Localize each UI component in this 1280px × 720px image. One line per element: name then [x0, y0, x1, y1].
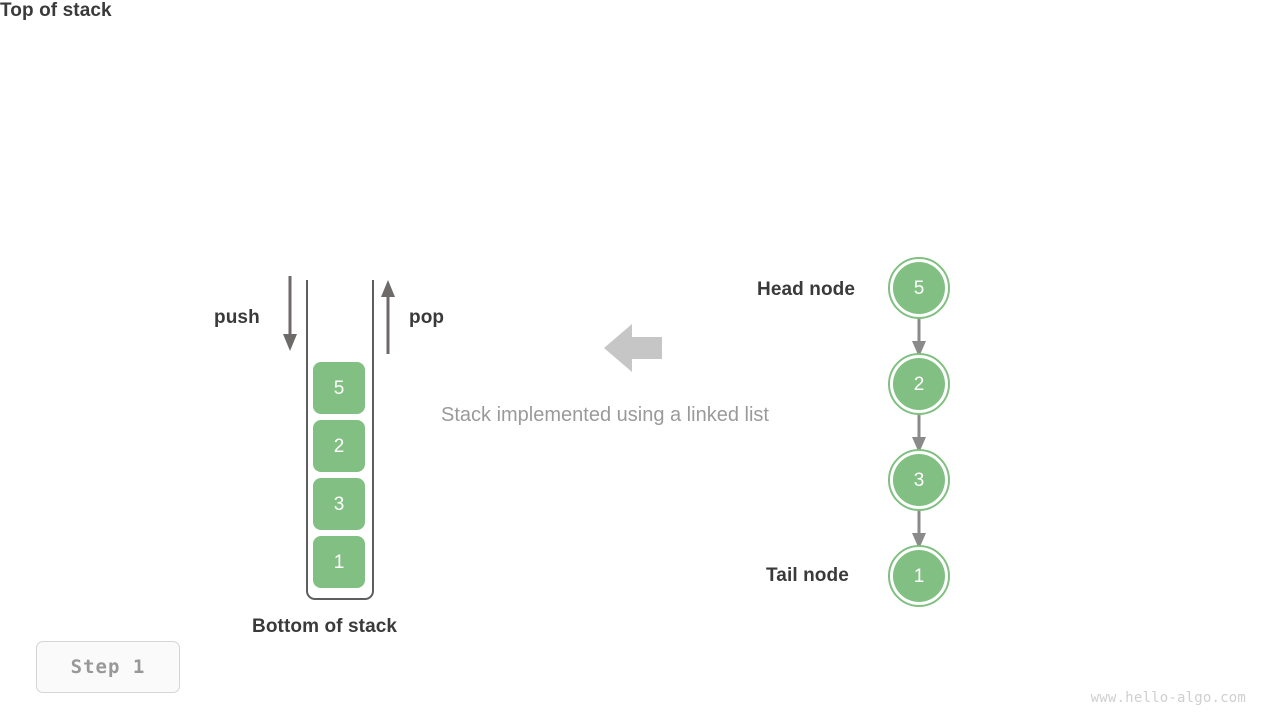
stack-cell[interactable]: 3: [313, 478, 365, 530]
top-of-stack-label: Top of stack: [0, 0, 112, 21]
linked-list-node-value: 3: [893, 454, 945, 506]
stack-cell[interactable]: 2: [313, 420, 365, 472]
stack-cell-list: 5 2 3 1: [313, 362, 365, 588]
linked-list-node[interactable]: 2: [888, 353, 950, 415]
linked-list-node-value: 5: [893, 262, 945, 314]
pop-label: pop: [409, 307, 445, 328]
diagram-caption: Stack implemented using a linked list: [441, 404, 769, 426]
stack-cell[interactable]: 1: [313, 536, 365, 588]
equivalence-arrow-icon: [604, 324, 662, 372]
push-arrow-icon: [283, 276, 297, 351]
step-badge: Step 1: [36, 641, 180, 693]
tail-node-label: Tail node: [766, 565, 849, 586]
linked-list-node-value: 2: [893, 358, 945, 410]
push-label: push: [214, 307, 260, 328]
linked-list-connectors: [912, 319, 926, 549]
linked-list-node[interactable]: 1: [888, 545, 950, 607]
head-node-label: Head node: [757, 279, 856, 300]
stack-container: [306, 280, 374, 600]
bottom-of-stack-label: Bottom of stack: [252, 616, 398, 637]
linked-list-node-value: 1: [893, 550, 945, 602]
watermark: www.hello-algo.com: [1090, 690, 1246, 706]
pop-arrow-icon: [381, 280, 395, 354]
linked-list-node[interactable]: 5: [888, 257, 950, 319]
linked-list-node[interactable]: 3: [888, 449, 950, 511]
stack-cell[interactable]: 5: [313, 362, 365, 414]
